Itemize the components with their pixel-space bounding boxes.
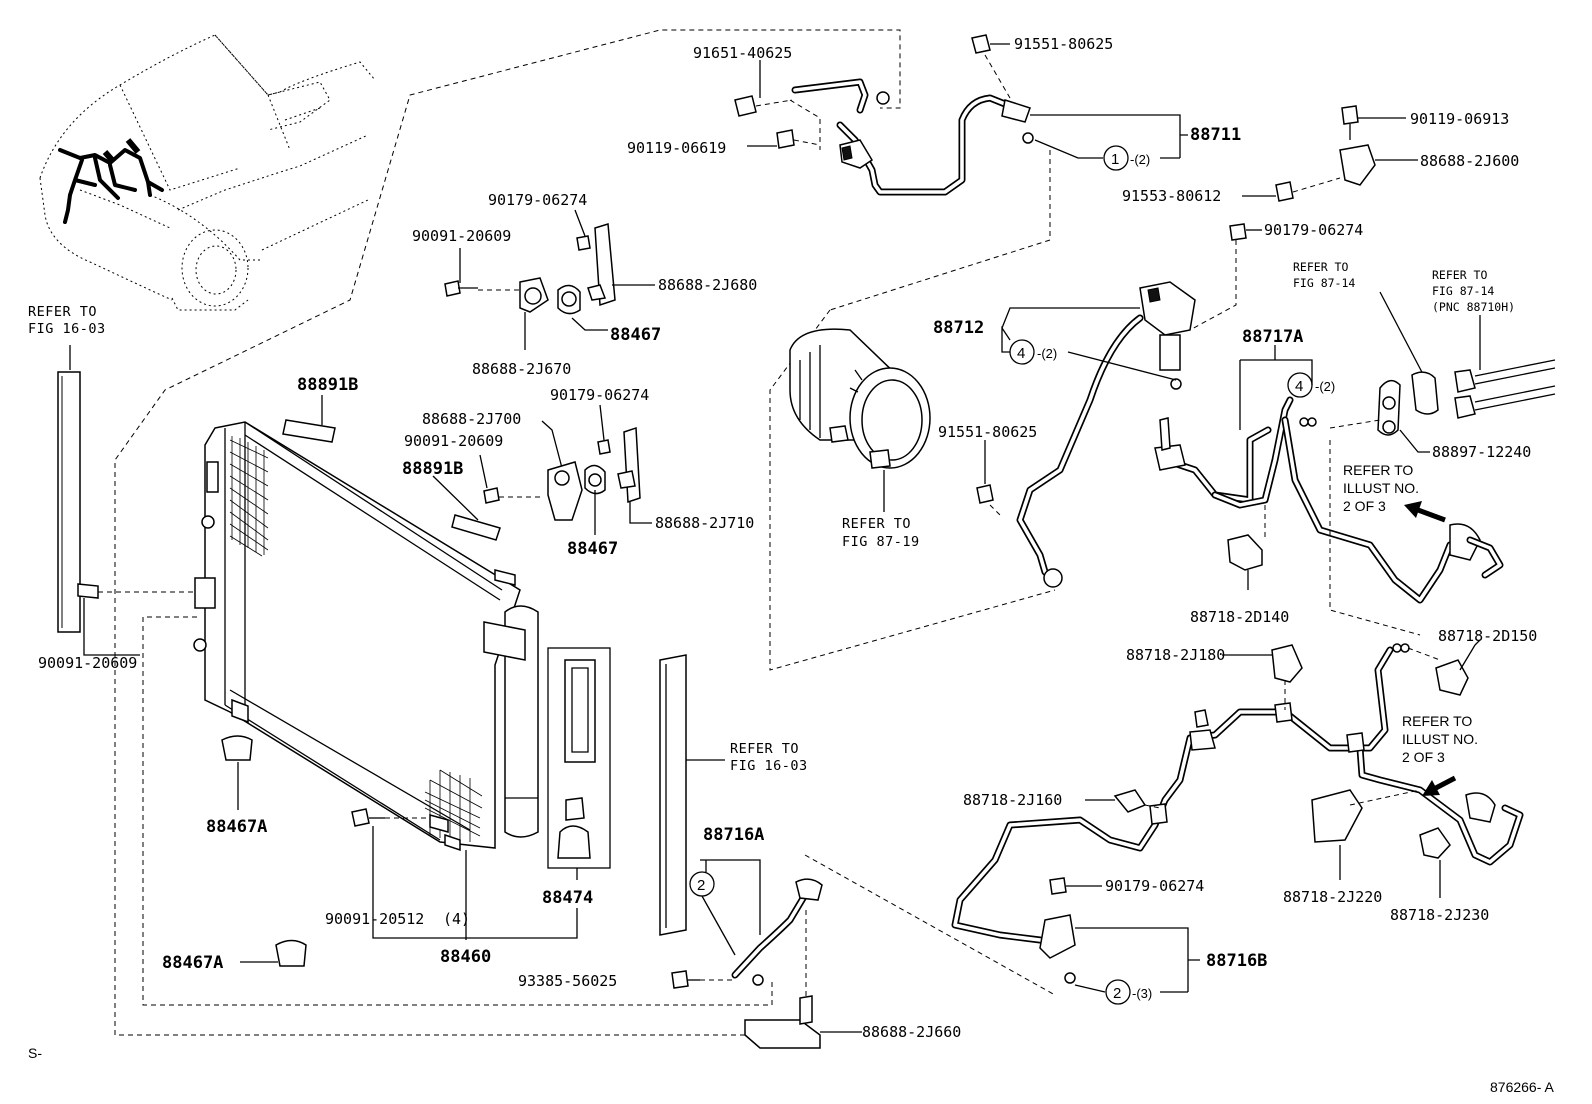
refer-illust-upper-line1: REFER TO [1343,462,1413,478]
refer-illust-upper-line2: ILLUST NO. [1343,480,1419,496]
upper-bracket-cluster: 90091-20609 88688-2J670 88467 90179-0627… [412,191,757,378]
callout-4-left-quantity: -(2) [1037,346,1057,361]
part-number-88688-2J710: 88688-2J710 [655,514,754,532]
condenser-assembly [193,421,539,852]
part-number-88718-2D140: 88718-2D140 [1190,608,1289,626]
part-number-88688-2J670: 88688-2J670 [472,360,571,378]
hose-88717A: 88717A 4 -(2) 88718-2D140 [1154,327,1504,626]
part-number-88718-2J180: 88718-2J180 [1126,646,1225,664]
part-number-88688-2J600: 88688-2J600 [1420,152,1519,170]
part-number-90179-06274-right: 90179-06274 [1264,221,1363,239]
part-number-88891B-upper: 88891B [297,375,358,395]
seal-88891B-lower: 88891B [402,459,501,541]
part-number-90091-20609-mid: 90091-20609 [404,432,503,450]
corner-mark: S- [28,1045,42,1061]
part-number-88897-12240: 88897-12240 [1432,443,1531,461]
callout-4-left: 4 [1017,345,1025,362]
lower-left-fasteners: 88467A 90091-20512 (4) 88460 88467A [162,735,578,973]
callout-4-right: 4 [1295,378,1303,395]
compressor: REFER TO FIG 87-19 [769,309,1056,671]
callout-2-lower: 2 [1113,985,1121,1002]
part-number-88711: 88711 [1190,125,1241,145]
refer-fig-16-03-left-line2: FIG 16-03 [28,321,106,337]
refer-87-14-group: REFER TO FIG 87-14 REFER TO FIG 87-14 (P… [1293,260,1556,636]
part-number-88891B-lower: 88891B [402,459,463,479]
part-number-88474: 88474 [542,888,593,908]
refer-illust-lower-line1: REFER TO [1402,713,1472,729]
callout-2-lower-quantity: -(3) [1132,986,1152,1001]
callout-1-quantity: -(2) [1130,152,1150,167]
part-number-88712: 88712 [933,318,984,338]
part-number-88688-2J660: 88688-2J660 [862,1023,961,1041]
refer-illust-lower-line2: ILLUST NO. [1402,731,1478,747]
condenser-fins-lower [424,769,483,842]
part-number-88467A-upper: 88467A [206,817,267,837]
left-seal-strip: REFER TO FIG 16-03 90091-20609 [28,304,200,672]
part-number-90179-06274-lower: 90179-06274 [1105,877,1204,895]
part-number-90119-06619: 90119-06619 [627,139,726,157]
part-number-88467-lower: 88467 [567,539,618,559]
part-number-88717A: 88717A [1242,327,1303,347]
refer-fig-87-14-b-line3: (PNC 88710H) [1432,300,1515,314]
refer-illust-lower-line3: 2 OF 3 [1402,749,1445,765]
refer-fig-87-14-a-line1: REFER TO [1293,260,1348,274]
refer-fig-16-03-right-line2: FIG 16-03 [730,758,808,774]
middle-bracket-cluster: 90091-20609 88688-2J700 88467 90179-0627… [404,386,754,559]
kit-88474: 88474 [542,647,611,908]
part-number-88718-2D150: 88718-2D150 [1438,627,1537,645]
hose-lower-right: 88718-2D150 88718-2J180 88718-2J160 9017… [804,627,1537,1005]
part-number-91551-80625-top: 91551-80625 [1014,35,1113,53]
part-number-90091-20609-upper: 90091-20609 [412,227,511,245]
refer-fig-87-14-a-line2: FIG 87-14 [1293,276,1355,290]
seal-88891B-upper: 88891B [282,375,358,443]
callout-1: 1 [1111,151,1119,168]
refer-fig-87-14-b-line1: REFER TO [1432,268,1487,282]
bracket-88688-2J660: 88688-2J660 [114,29,961,1049]
part-number-91651-40625: 91651-40625 [693,44,792,62]
hose-88712: 88712 4 -(2) 91551-80625 90179-06274 [933,221,1363,588]
part-number-88718-2J230: 88718-2J230 [1390,906,1489,924]
part-number-91551-80625-mid: 91551-80625 [938,423,1037,441]
part-number-90179-06274-upper: 90179-06274 [488,191,587,209]
part-number-88718-2J220: 88718-2J220 [1283,888,1382,906]
part-number-88460: 88460 [440,947,491,967]
part-number-90091-20512: 90091-20512 [325,910,424,928]
part-number-88716A: 88716A [703,825,764,845]
part-number-88688-2J700: 88688-2J700 [422,410,521,428]
part-number-90091-20609-left: 90091-20609 [38,654,137,672]
part-number-88688-2J680: 88688-2J680 [658,276,757,294]
part-number-88467-upper: 88467 [610,325,661,345]
part-number-88467A-lower: 88467A [162,953,223,973]
refer-illust-upper-line3: 2 OF 3 [1343,498,1386,514]
part-number-90179-06274-mid: 90179-06274 [550,386,649,404]
part-number-90091-20512-quantity: (4) [443,910,470,928]
vehicle-sketch [39,34,376,311]
callout-2-upper: 2 [697,877,705,894]
refer-fig-87-19-line2: FIG 87-19 [842,534,920,550]
illustration-id: 876266- A [1490,1079,1554,1095]
refer-fig-16-03-right-line1: REFER TO [730,741,799,757]
callout-4-right-quantity: -(2) [1315,379,1335,394]
refer-fig-87-14-b-line2: FIG 87-14 [1432,284,1494,298]
refer-fig-16-03-left-line1: REFER TO [28,304,97,320]
condenser-fins-upper [229,436,269,557]
hose-88711: 91651-40625 90119-06619 91551-80625 8871… [627,34,1241,311]
part-number-91553-80612: 91553-80612 [1122,187,1221,205]
hose-88716A: 88716A 2 93385-56025 [142,616,823,1006]
part-number-88716B: 88716B [1206,951,1267,971]
part-number-90119-06913: 90119-06913 [1410,110,1509,128]
part-number-93385-56025: 93385-56025 [518,972,617,990]
right-seal-strip: REFER TO FIG 16-03 [659,654,808,936]
top-right-parts: 90119-06913 88688-2J600 91553-80612 [1122,105,1519,205]
part-number-88718-2J160: 88718-2J160 [963,791,1062,809]
refer-fig-87-19-line1: REFER TO [842,516,911,532]
